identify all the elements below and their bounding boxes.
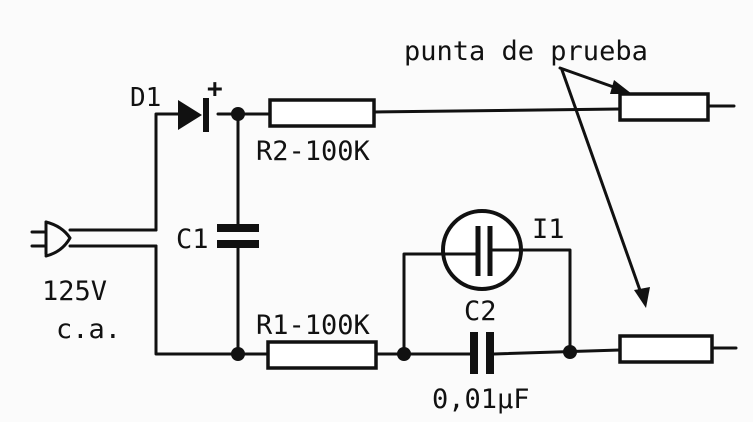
label-d1: D1 xyxy=(130,83,161,113)
probe-arrows xyxy=(558,66,650,308)
label-r1: R1-100K xyxy=(256,310,371,341)
label-c2: C2 xyxy=(464,296,497,327)
capacitor-c1 xyxy=(217,224,259,248)
label-c1: C1 xyxy=(176,224,209,255)
junction-dot xyxy=(397,347,411,361)
label-voltage: 125V xyxy=(42,276,107,307)
mains-plug xyxy=(30,220,158,258)
junction-dot xyxy=(231,107,245,121)
junction-dot xyxy=(231,347,245,361)
label-i1: I1 xyxy=(532,214,565,245)
junction-dot xyxy=(563,345,577,359)
label-plus: + xyxy=(207,74,223,104)
probe-top xyxy=(618,92,736,122)
capacitor-c2 xyxy=(470,332,494,374)
neon-lamp-i1 xyxy=(440,209,524,291)
label-c2-value: 0,01µF xyxy=(432,384,530,415)
label-probe: punta de prueba xyxy=(404,36,648,67)
label-ac: c.a. xyxy=(56,314,121,345)
resistor-r1 xyxy=(266,340,378,370)
probe-bottom xyxy=(618,334,738,364)
label-r2: R2-100K xyxy=(256,136,371,167)
diode-d1 xyxy=(178,98,209,132)
resistor-r2 xyxy=(268,98,376,128)
